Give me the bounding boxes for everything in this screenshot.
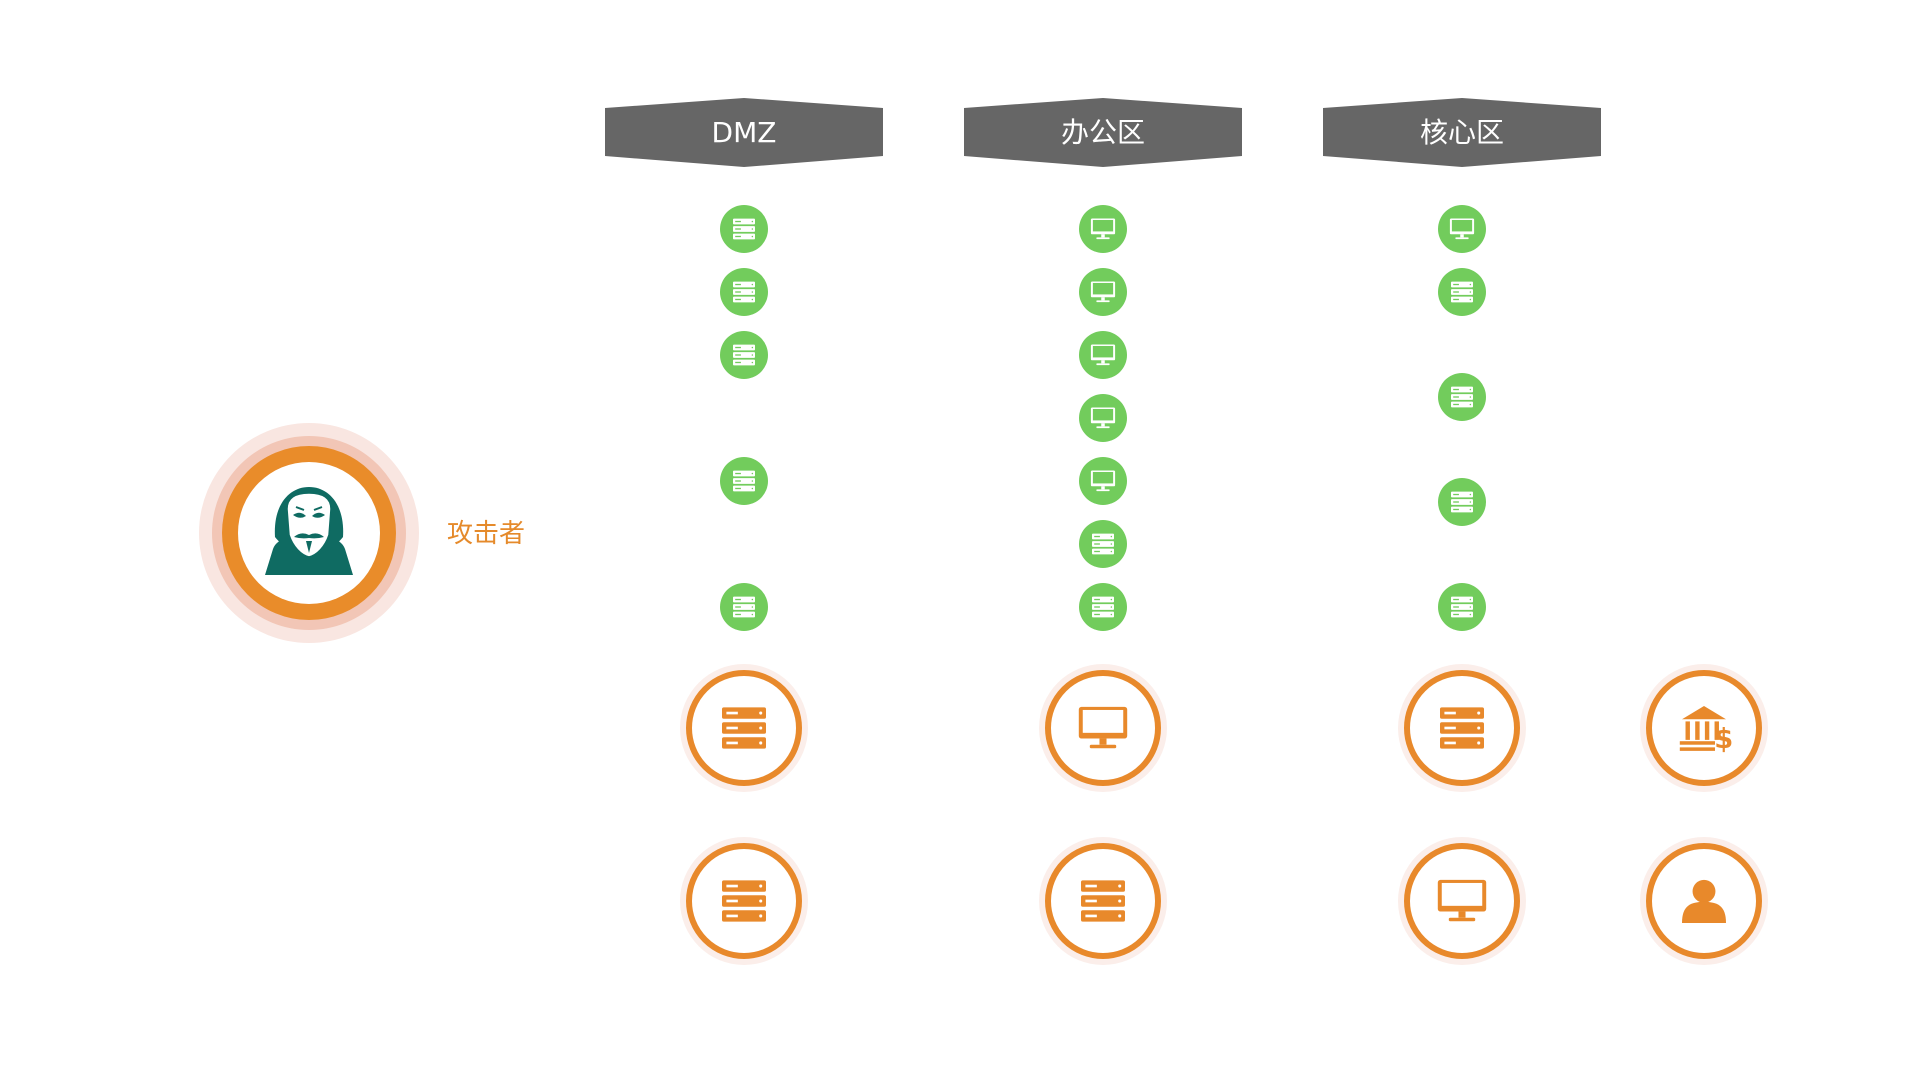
zone-node-server — [1438, 268, 1486, 316]
server-icon — [1451, 281, 1473, 303]
zone-label-core: 核心区 — [1420, 116, 1504, 149]
monitor-icon — [1090, 281, 1116, 303]
server-icon — [1440, 707, 1484, 749]
monitor-icon — [1090, 470, 1116, 492]
server-icon — [1451, 596, 1473, 618]
monitor-icon — [1437, 879, 1487, 922]
zone-node-server — [1438, 583, 1486, 631]
target-node-bank: $ — [1640, 664, 1768, 792]
zone-node-server — [1438, 478, 1486, 526]
server-icon — [733, 218, 755, 240]
zone-node-server — [720, 457, 768, 505]
server-icon — [1092, 533, 1114, 555]
server-icon — [722, 707, 766, 749]
target-node-server — [1039, 837, 1167, 965]
zone-node-server — [720, 331, 768, 379]
server-icon — [733, 596, 755, 618]
zone-node-monitor — [1079, 268, 1127, 316]
node-layer: $ — [680, 205, 1768, 965]
zone-header-office: 办公区 — [964, 98, 1242, 167]
server-icon — [733, 281, 755, 303]
zone-header-dmz: DMZ — [605, 98, 883, 167]
monitor-icon — [1078, 706, 1128, 749]
zone-header-shape — [964, 98, 1242, 167]
target-node-monitor — [1398, 837, 1526, 965]
hacker-icon — [265, 487, 353, 575]
zone-header-core: 核心区 — [1323, 98, 1601, 167]
monitor-icon — [1449, 218, 1475, 240]
target-node-monitor — [1039, 664, 1167, 792]
server-icon — [733, 470, 755, 492]
target-node-user — [1640, 837, 1768, 965]
bank-icon: $ — [1679, 706, 1733, 755]
zone-label-dmz: DMZ — [712, 116, 777, 149]
zone-header-shape — [605, 98, 883, 167]
target-node-server — [680, 664, 808, 792]
target-node-server — [680, 837, 808, 965]
zone-node-monitor — [1438, 205, 1486, 253]
monitor-icon — [1090, 344, 1116, 366]
server-icon — [733, 344, 755, 366]
zone-node-server — [1079, 583, 1127, 631]
zone-header-shape — [1323, 98, 1601, 167]
zone-node-server — [720, 583, 768, 631]
target-node-server — [1398, 664, 1526, 792]
zone-node-server — [720, 205, 768, 253]
zone-node-server — [1079, 520, 1127, 568]
attacker: 攻击者 — [199, 423, 525, 643]
server-icon — [1451, 386, 1473, 408]
zone-node-server — [1438, 373, 1486, 421]
server-icon — [722, 880, 766, 922]
zone-label-office: 办公区 — [1061, 116, 1145, 149]
monitor-icon — [1090, 218, 1116, 240]
zone-node-server — [720, 268, 768, 316]
monitor-icon — [1090, 407, 1116, 429]
zone-node-monitor — [1079, 394, 1127, 442]
server-icon — [1092, 596, 1114, 618]
zone-node-monitor — [1079, 457, 1127, 505]
zone-node-monitor — [1079, 331, 1127, 379]
svg-text:$: $ — [1714, 724, 1733, 755]
server-icon — [1451, 491, 1473, 513]
user-icon — [1682, 879, 1726, 923]
attacker-label: 攻击者 — [447, 519, 525, 549]
zone-node-monitor — [1079, 205, 1127, 253]
server-icon — [1081, 880, 1125, 922]
